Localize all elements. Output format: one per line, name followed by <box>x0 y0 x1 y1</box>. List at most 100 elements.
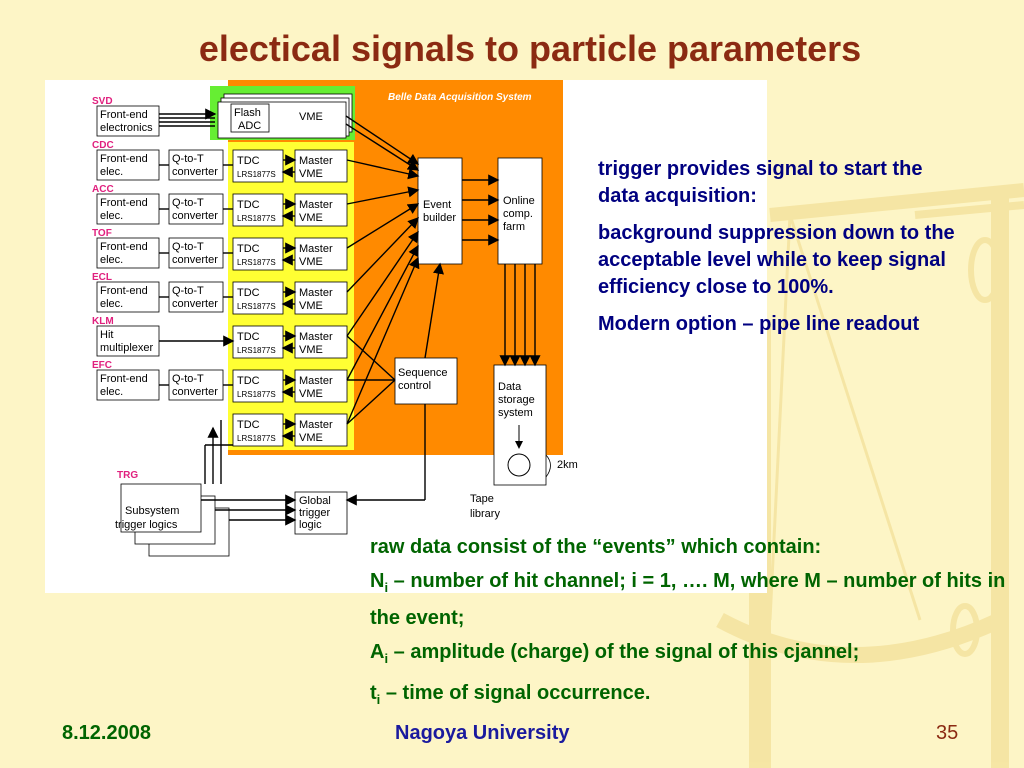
distance-label: 2km <box>557 459 578 471</box>
master-vme-box <box>294 325 348 359</box>
event-builder-line2: builder <box>423 212 456 224</box>
frontend-svd-line1: Front-end <box>100 109 148 121</box>
detector-label-klm: KLM <box>92 316 114 327</box>
page-number: 35 <box>936 722 959 744</box>
tdc-label: TDC <box>237 419 260 431</box>
slide-title: electical signals to particle parameters <box>198 28 862 69</box>
converter-tof-line2: converter <box>172 254 218 266</box>
tdc-model: LRS1877S <box>237 258 276 267</box>
frontend-tof-line2: elec. <box>100 254 123 266</box>
master-vme-box <box>294 413 348 447</box>
data-storage-line1: Data <box>498 381 522 393</box>
tdc-label: TDC <box>237 287 260 299</box>
converter-acc-line2: converter <box>172 210 218 222</box>
online-farm-line2: comp. <box>503 208 533 220</box>
tdc-row-1: TDC LRS1877S Master VME <box>232 149 348 183</box>
tdc-box <box>232 369 284 403</box>
frontend-klm-line2: multiplexer <box>100 342 154 354</box>
tdc-row-2: TDC LRS1877S Master VME <box>232 193 348 227</box>
master-label: Master <box>299 199 333 211</box>
tdc-box <box>232 413 284 447</box>
raw-data-description: raw data consist of the “events” which c… <box>370 532 1020 719</box>
frontend-box-efc <box>96 369 160 401</box>
frontend-box-svd <box>96 105 160 137</box>
detector-label-cdc: CDC <box>92 140 114 151</box>
raw-data-intro: raw data consist of the “events” which c… <box>370 536 822 558</box>
vme-sublabel: VME <box>299 300 323 312</box>
trigger-bullets: trigger provides signal to start the dat… <box>598 156 968 348</box>
data-storage-box <box>493 364 547 486</box>
frontend-acc-line2: elec. <box>100 210 123 222</box>
hit-multiplexer-box-klm <box>96 325 160 357</box>
subsystem-line1: Subsystem <box>125 505 179 517</box>
detector-label-efc: EFC <box>92 360 112 371</box>
tdc-model: LRS1877S <box>237 302 276 311</box>
adc-label: ADC <box>238 120 261 132</box>
frontend-ecl-line1: Front-end <box>100 285 148 297</box>
detector-label-svd: SVD <box>92 96 113 107</box>
raw-data-a-line: Ai – amplitude (charge) of the signal of… <box>370 641 860 666</box>
master-vme-box <box>294 193 348 227</box>
online-farm-line3: farm <box>503 221 525 233</box>
frontend-acc-line1: Front-end <box>100 197 148 209</box>
trigger-label: TRG <box>117 470 138 481</box>
tape-library-line1: Tape <box>470 493 494 505</box>
raw-data-n-line: Ni – number of hit channel; i = 1, …. M,… <box>370 570 1006 629</box>
frontend-box-ecl <box>96 281 160 313</box>
tdc-model: LRS1877S <box>237 434 276 443</box>
vme-sublabel: VME <box>299 168 323 180</box>
master-vme-box <box>294 281 348 315</box>
master-vme-box <box>294 149 348 183</box>
tdc-label: TDC <box>237 331 260 343</box>
frontend-efc-line1: Front-end <box>100 373 148 385</box>
vme-sublabel: VME <box>299 432 323 444</box>
converter-efc-line2: converter <box>172 386 218 398</box>
tdc-label: TDC <box>237 199 260 211</box>
frontend-cdc-line2: elec. <box>100 166 123 178</box>
converter-cdc-line1: Q-to-T <box>172 153 204 165</box>
sequence-control-line2: control <box>398 380 431 392</box>
frontend-box-tof <box>96 237 160 269</box>
frontend-tof-line1: Front-end <box>100 241 148 253</box>
sequence-control-line1: Sequence <box>398 367 448 379</box>
raw-data-t-line: ti – time of signal occurrence. <box>370 682 651 707</box>
converter-box-ecl <box>168 281 224 313</box>
converter-ecl-line1: Q-to-T <box>172 285 204 297</box>
tdc-box <box>232 325 284 359</box>
bullet-background: background suppression down to the accep… <box>598 222 955 298</box>
converter-tof-line1: Q-to-T <box>172 241 204 253</box>
tdc-label: TDC <box>237 375 260 387</box>
tape-library-line2: library <box>470 508 500 520</box>
master-label: Master <box>299 331 333 343</box>
tdc-model: LRS1877S <box>237 170 276 179</box>
master-label: Master <box>299 287 333 299</box>
master-label: Master <box>299 243 333 255</box>
global-trigger-box <box>294 491 348 535</box>
event-builder-line1: Event <box>423 199 451 211</box>
master-label: Master <box>299 375 333 387</box>
converter-acc-line1: Q-to-T <box>172 197 204 209</box>
tdc-model: LRS1877S <box>237 390 276 399</box>
sequence-control-box <box>394 357 458 405</box>
tdc-box <box>232 193 284 227</box>
tdc-box <box>232 281 284 315</box>
converter-box-efc <box>168 369 224 401</box>
vme-sublabel: VME <box>299 256 323 268</box>
data-storage-line2: storage <box>498 394 535 406</box>
tdc-row-3: TDC LRS1877S Master VME <box>232 237 348 271</box>
master-vme-box <box>294 237 348 271</box>
detector-label-acc: ACC <box>92 184 114 195</box>
tdc-label: TDC <box>237 155 260 167</box>
detector-label-ecl: ECL <box>92 272 112 283</box>
frontend-ecl-line2: elec. <box>100 298 123 310</box>
global-trigger-line1: Global <box>299 495 331 507</box>
vme-label: VME <box>299 111 323 123</box>
frontend-cdc-line1: Front-end <box>100 153 148 165</box>
master-label: Master <box>299 419 333 431</box>
event-builder-box <box>417 157 463 265</box>
tdc-row-5: TDC LRS1877S Master VME <box>232 325 348 359</box>
online-farm-box <box>497 157 543 265</box>
data-storage-line3: system <box>498 407 533 419</box>
global-trigger-line3: logic <box>299 519 322 531</box>
master-label: Master <box>299 155 333 167</box>
